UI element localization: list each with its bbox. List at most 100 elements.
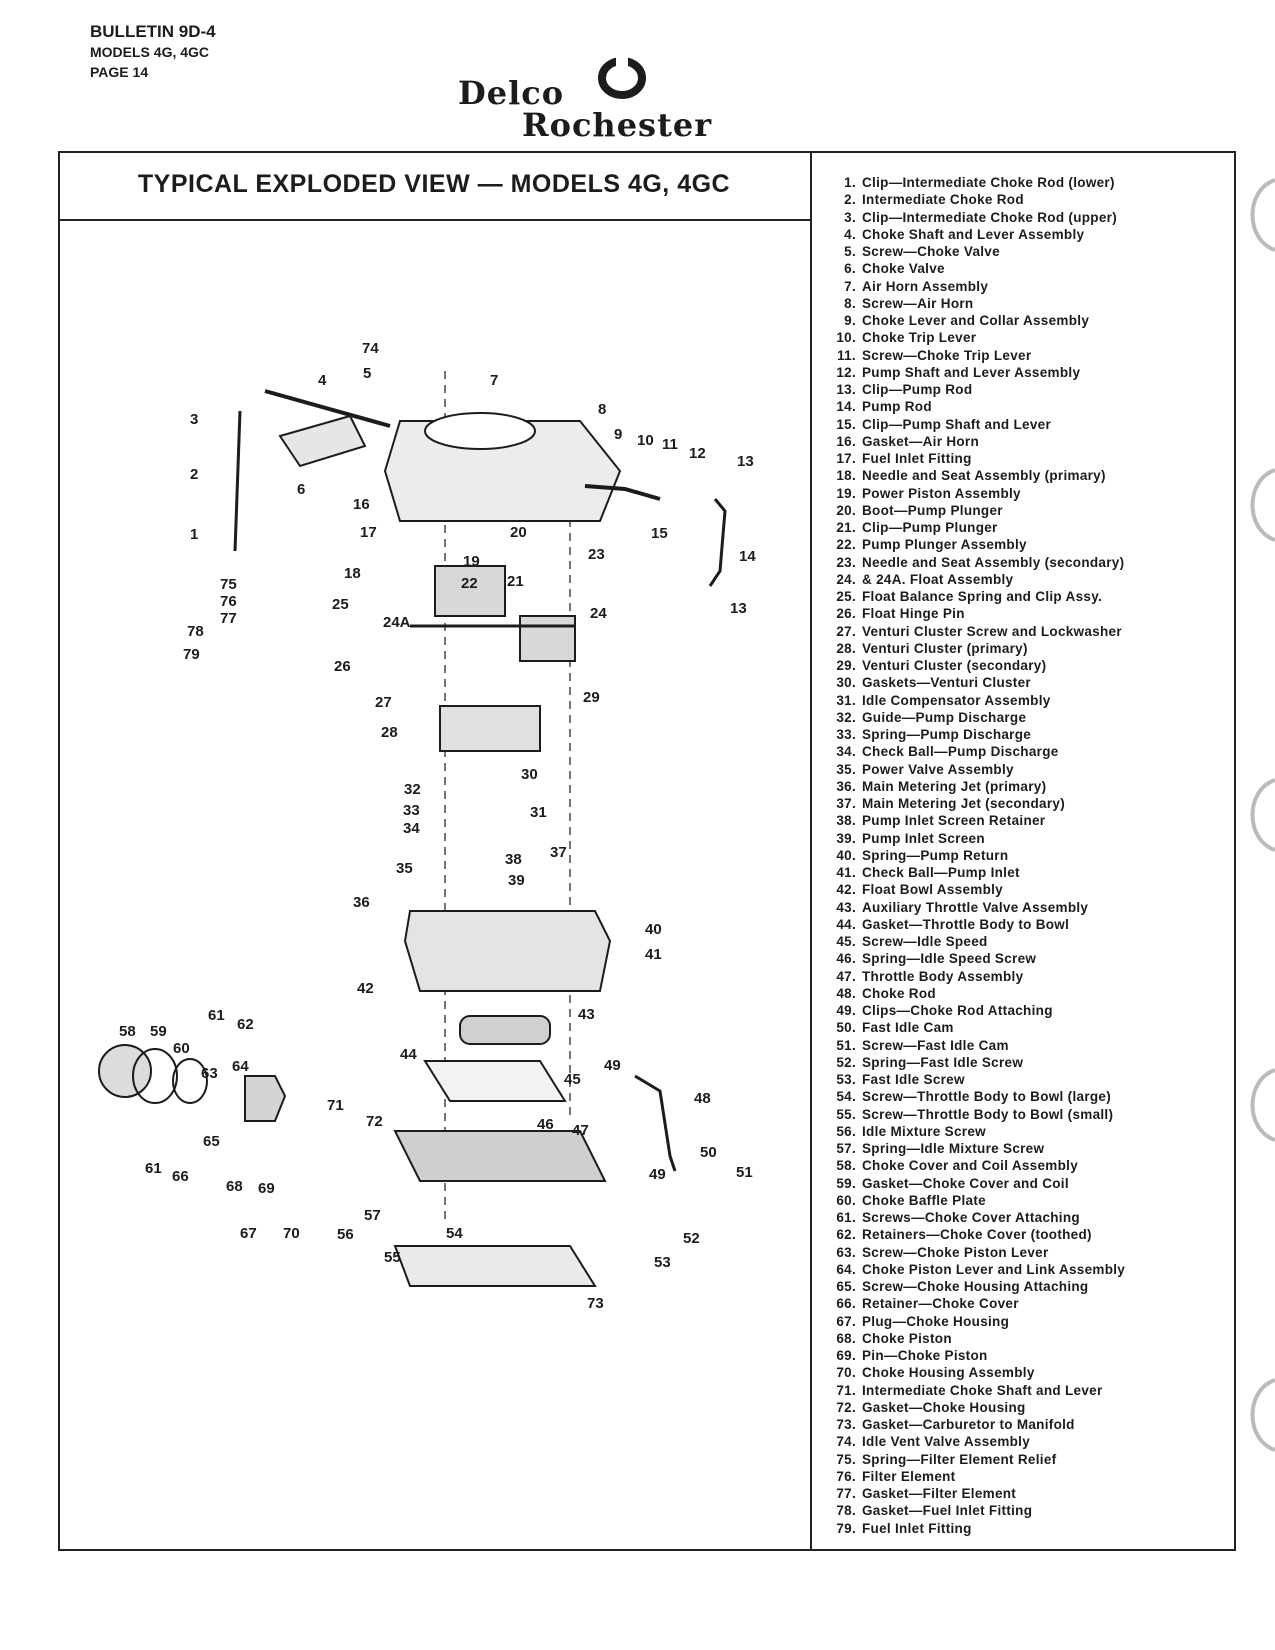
delco-rochester-logo: Delco Rochester xyxy=(458,50,778,144)
callout-12: 12 xyxy=(689,445,706,462)
part-name: Clip—Pump Shaft and Lever xyxy=(862,416,1052,432)
part-item: 41.Check Ball—Pump Inlet xyxy=(818,864,1228,881)
callout-28: 28 xyxy=(381,724,398,741)
exploded-view-svg: 1 2 3 4 5 6 7 8 9 10 11 12 13 13 14 15 1… xyxy=(98,340,756,1312)
part-number: 24. xyxy=(836,571,856,587)
callout-1: 1 xyxy=(190,526,198,543)
part-item: 30.Gaskets—Venturi Cluster xyxy=(818,674,1228,691)
part-number: 19. xyxy=(836,485,856,501)
part-item: 44.Gasket—Throttle Body to Bowl xyxy=(818,916,1228,933)
callout-33: 33 xyxy=(403,802,420,819)
callout-45: 45 xyxy=(564,1071,581,1088)
part-name: Screw—Choke Housing Attaching xyxy=(862,1279,1089,1294)
choke-shaft-shape xyxy=(264,389,391,428)
callout-19: 19 xyxy=(463,553,480,570)
part-item: 46.Spring—Idle Speed Screw xyxy=(818,950,1228,967)
callout-14: 14 xyxy=(739,548,756,565)
callout-39: 39 xyxy=(508,872,525,889)
part-item: 48.Choke Rod xyxy=(818,985,1228,1002)
aux-throttle-shape xyxy=(459,1015,551,1045)
part-number: 43. xyxy=(836,899,856,915)
part-item: 1.Clip—Intermediate Choke Rod (lower) xyxy=(818,174,1228,191)
part-name: Plug—Choke Housing xyxy=(862,1313,1010,1329)
part-number: 3. xyxy=(844,209,856,225)
callout-3: 3 xyxy=(190,411,198,428)
bulletin-number: BULLETIN 9D-4 xyxy=(90,22,216,41)
air-horn-bore xyxy=(424,412,536,450)
part-item: 17.Fuel Inlet Fitting xyxy=(818,450,1228,467)
part-item: 57. Spring—Idle Mixture Screw xyxy=(818,1140,1228,1157)
part-number: 45. xyxy=(836,934,856,949)
part-name: Screws—Choke Cover Attaching xyxy=(862,1210,1080,1225)
callout-8: 8 xyxy=(598,401,606,418)
part-name: Spring—Pump Return xyxy=(862,847,1009,863)
callout-13a: 13 xyxy=(737,453,754,470)
bulletin-header: BULLETIN 9D-4 MODELS 4G, 4GC PAGE 14 xyxy=(90,22,216,82)
part-item: 20.Boot—Pump Plunger xyxy=(818,502,1228,519)
part-name: Choke Trip Lever xyxy=(862,330,977,346)
callout-78: 78 xyxy=(187,623,204,640)
callout-21: 21 xyxy=(507,573,524,590)
part-item: 75.Spring—Filter Element Relief xyxy=(818,1451,1228,1468)
choke-gasket-shape xyxy=(132,1048,178,1104)
callout-32: 32 xyxy=(404,781,421,798)
part-name: Clip—Pump Plunger xyxy=(862,520,998,535)
choke-valve-shape xyxy=(278,414,367,468)
part-number: 54. xyxy=(836,1089,856,1105)
callout-51: 51 xyxy=(736,1164,753,1181)
part-name: Screw—Choke Trip Lever xyxy=(862,347,1032,363)
part-number: 65. xyxy=(836,1279,856,1294)
part-number: 57. xyxy=(836,1141,856,1156)
callout-26: 26 xyxy=(334,658,351,675)
part-item: 69.Pin—Choke Piston xyxy=(818,1347,1228,1364)
binder-hole-icon xyxy=(1250,468,1275,542)
callout-11: 11 xyxy=(662,436,678,453)
part-name: Air Horn Assembly xyxy=(862,278,989,294)
part-name: Float Bowl Assembly xyxy=(862,882,1003,898)
part-item: 13.Clip—Pump Rod xyxy=(818,381,1228,398)
part-number: 72. xyxy=(836,1399,856,1415)
part-number: 9. xyxy=(844,313,856,328)
part-number: 37. xyxy=(836,796,856,811)
part-name: Pin—Choke Piston xyxy=(862,1348,988,1363)
part-name: Pump Inlet Screen xyxy=(862,830,985,846)
part-name: Retainers—Choke Cover (toothed) xyxy=(862,1227,1092,1243)
part-item: 27.Venturi Cluster Screw and Lockwasher xyxy=(818,623,1228,640)
part-item: 21.Clip—Pump Plunger xyxy=(818,519,1228,536)
part-name: Check Ball—Pump Discharge xyxy=(862,744,1059,760)
part-item: 47.Throttle Body Assembly xyxy=(818,968,1228,985)
air-horn-shape xyxy=(383,420,622,522)
part-number: 15. xyxy=(836,416,856,432)
part-item: 61.Screws—Choke Cover Attaching xyxy=(818,1209,1228,1226)
callout-75: 75 xyxy=(220,576,237,593)
part-name: Float Balance Spring and Clip Assy. xyxy=(862,589,1103,604)
part-name: Intermediate Choke Rod xyxy=(862,192,1024,208)
part-name: Spring—Idle Mixture Screw xyxy=(862,1141,1045,1156)
part-item: 15. Clip—Pump Shaft and Lever xyxy=(818,416,1228,433)
part-name: Pump Inlet Screen Retainer xyxy=(862,813,1046,829)
part-item: 70.Choke Housing Assembly xyxy=(818,1364,1228,1381)
part-name: Screw—Idle Speed xyxy=(862,934,988,949)
part-item: 62.Retainers—Choke Cover (toothed) xyxy=(818,1226,1228,1243)
part-item: 55.Screw—Throttle Body to Bowl (small) xyxy=(818,1106,1228,1123)
part-number: 41. xyxy=(836,865,856,880)
part-name: Pump Rod xyxy=(862,399,932,415)
part-number: 49. xyxy=(836,1003,856,1018)
part-number: 44. xyxy=(836,916,856,932)
part-number: 6. xyxy=(844,261,856,277)
part-name: Choke Shaft and Lever Assembly xyxy=(862,226,1085,242)
part-item: 37.Main Metering Jet (secondary) xyxy=(818,795,1228,812)
part-item: 8.Screw—Air Horn xyxy=(818,295,1228,312)
part-name: Power Valve Assembly xyxy=(862,761,1014,777)
callout-36: 36 xyxy=(353,894,370,911)
part-number: 22. xyxy=(836,537,856,553)
part-number: 55. xyxy=(836,1106,856,1122)
callout-65: 65 xyxy=(203,1133,220,1150)
part-item: 78.Gasket—Fuel Inlet Fitting xyxy=(818,1502,1228,1519)
part-name: Auxiliary Throttle Valve Assembly xyxy=(862,899,1089,915)
callout-79: 79 xyxy=(183,646,200,663)
logo-ring-icon xyxy=(598,56,646,99)
part-name: Choke Piston xyxy=(862,1330,952,1346)
part-item: 26.Float Hinge Pin xyxy=(818,605,1228,622)
part-number: 56. xyxy=(836,1123,856,1139)
